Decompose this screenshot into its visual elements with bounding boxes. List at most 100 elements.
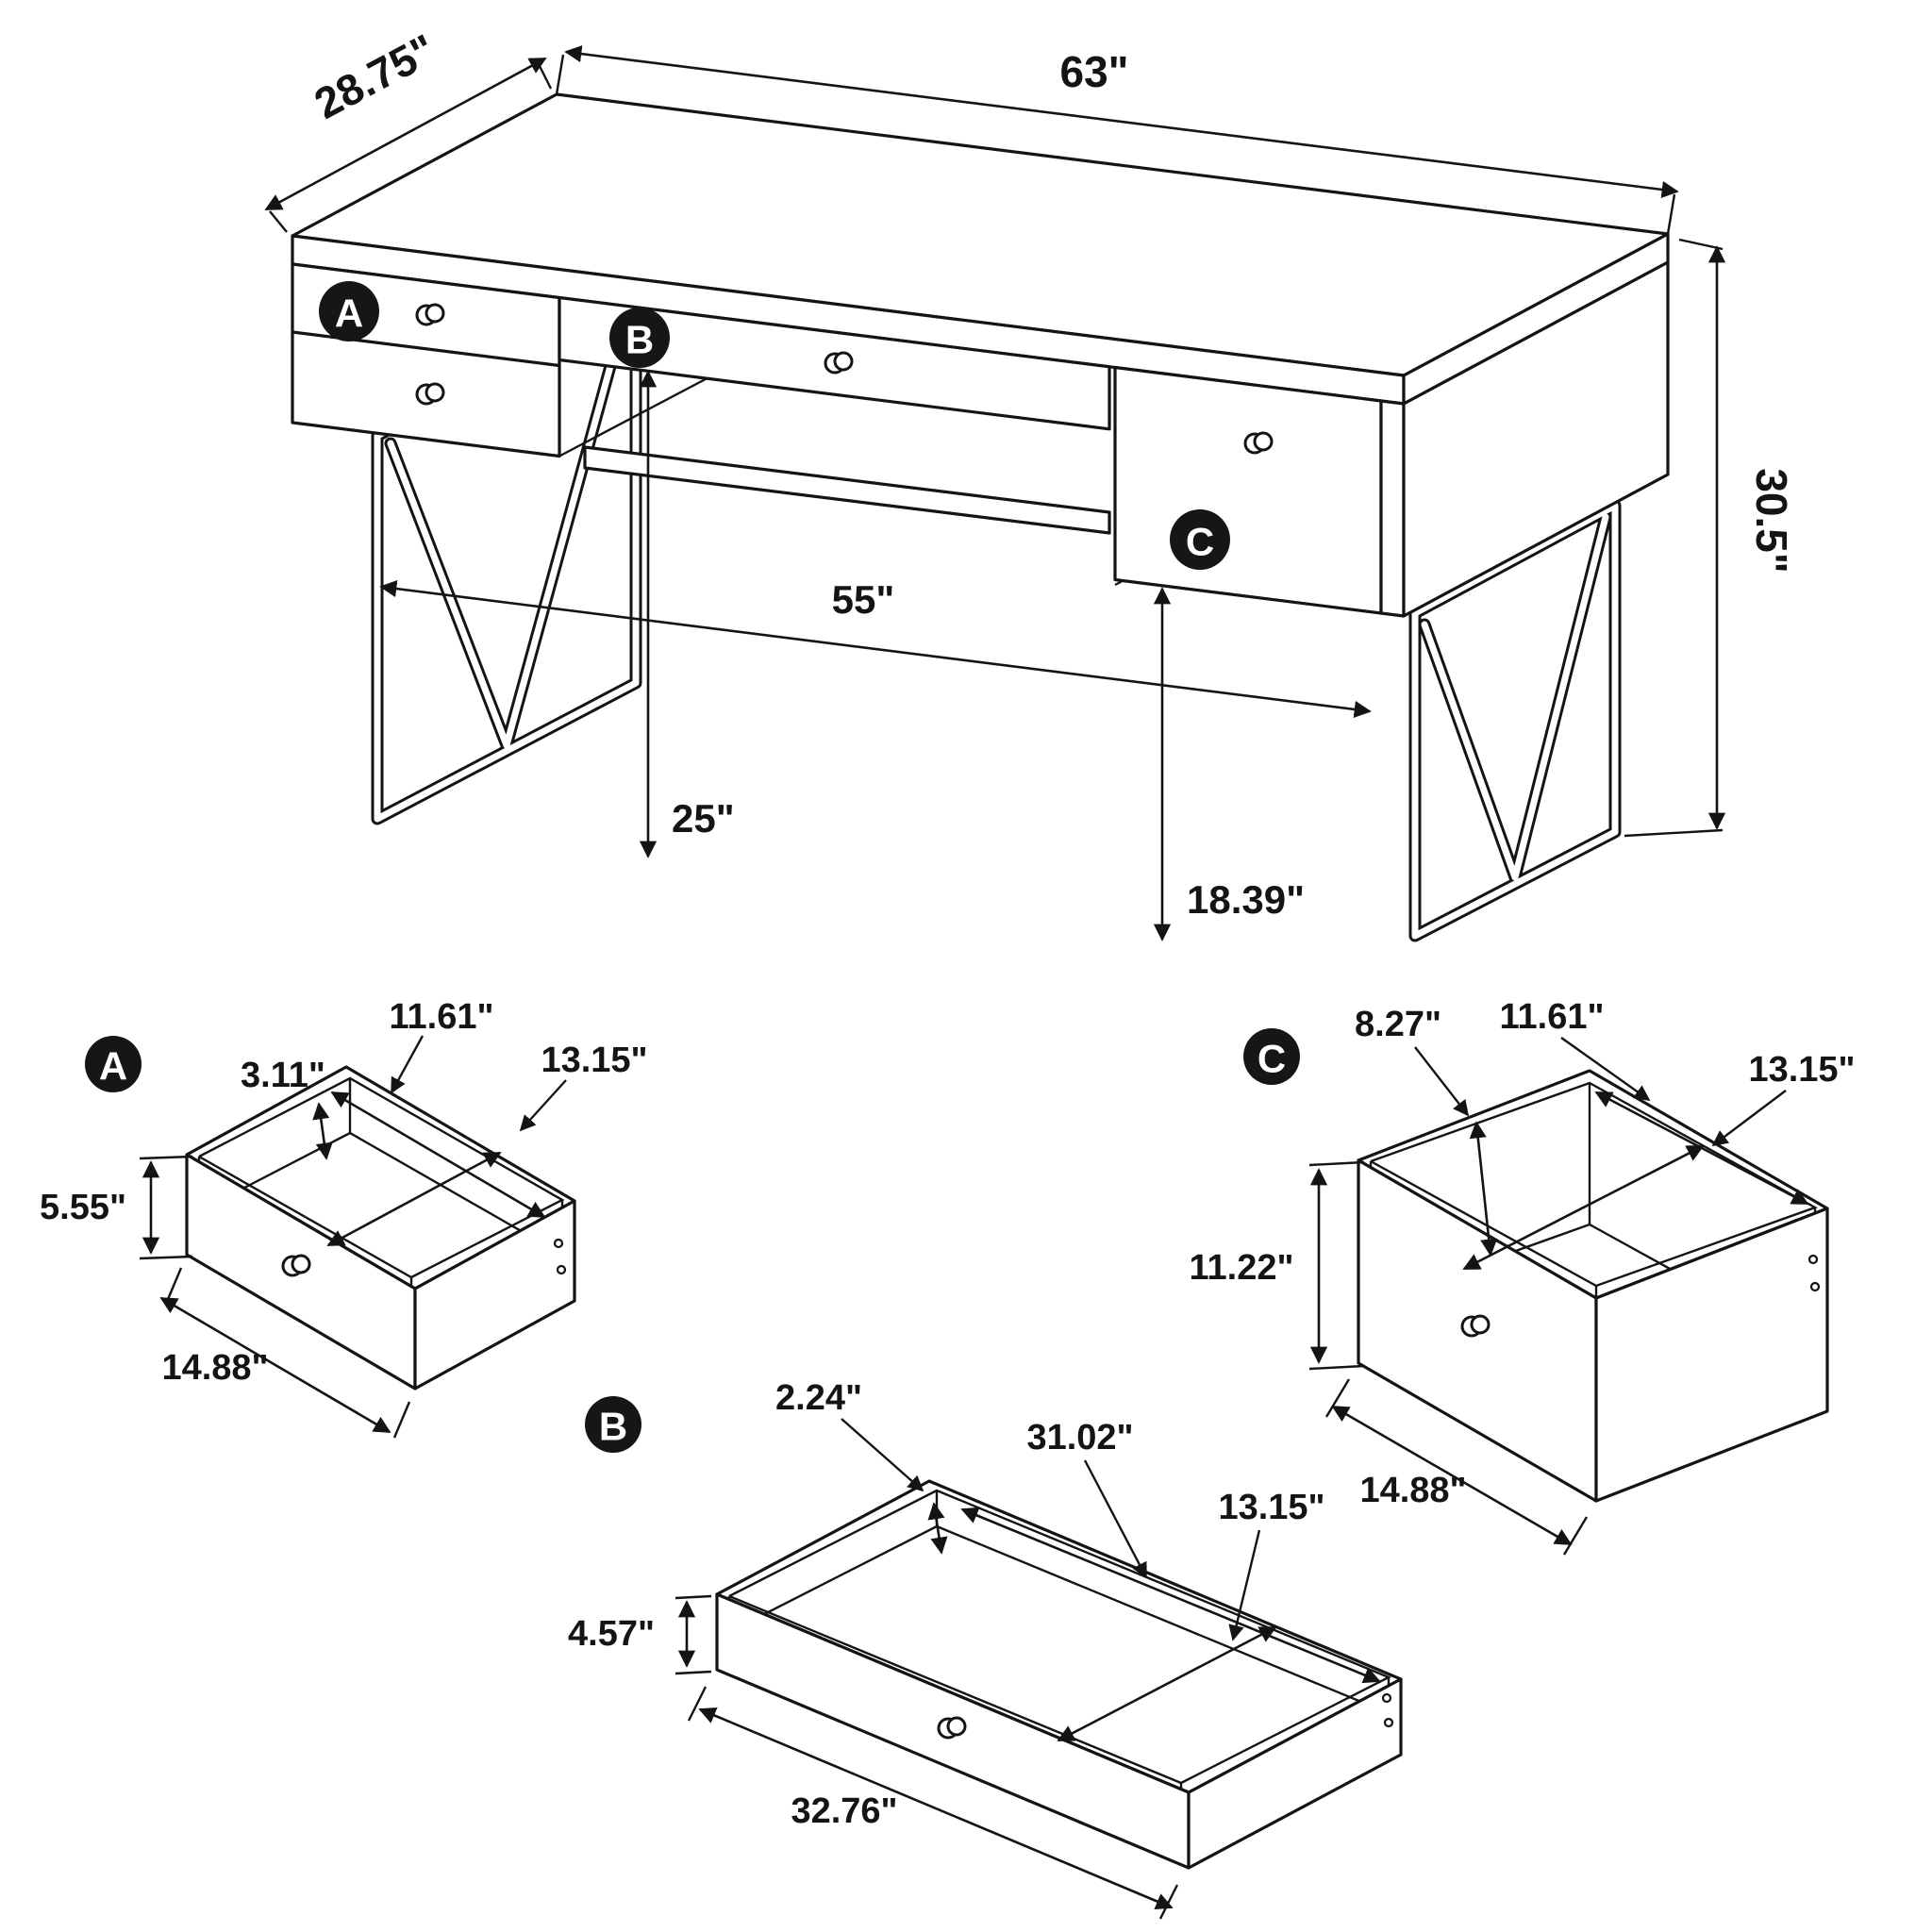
dim-drawer-c-clearance-label: 18.39" (1187, 877, 1305, 922)
screw-hole (556, 1264, 567, 1275)
drawer-c-knob-face (1470, 1314, 1491, 1335)
dim-inner-width-label: 11.61" (1499, 997, 1604, 1037)
extension-line (392, 1401, 411, 1439)
dimension-line (264, 57, 547, 211)
drawer-a-badge: A (319, 281, 379, 341)
drawer-b-knob-face (946, 1716, 967, 1737)
drawer-a-detail: A 3.11" 11.61" 13.15" 5.55" (40, 997, 648, 1439)
inner-depth-line (1462, 1144, 1705, 1271)
dimension-drawer-a-front-height: 5.55" (40, 1155, 193, 1260)
dim-front-height-label: 4.57" (568, 1614, 655, 1654)
drawer-c-detail-badge: C (1243, 1028, 1300, 1085)
badge-letter: C (1257, 1037, 1286, 1081)
desk-isometric-view: A B C 63" 28.75" 30.5" (264, 25, 1796, 942)
stretcher-bar (583, 445, 1111, 535)
dim-front-width-label: 32.76" (791, 1791, 897, 1831)
drawer-c-detail: C 8.27" 11.61" 13.15" 11.22" 14.88" (1189, 997, 1856, 1556)
drawer-b-detail-badge: B (585, 1396, 641, 1453)
inner-depth-line (326, 1151, 502, 1247)
extension-line (139, 1255, 193, 1260)
right-pedestal-drawer-front (1113, 365, 1383, 615)
badge-circle (1243, 1028, 1300, 1085)
leader-line (1414, 1046, 1470, 1117)
dimension-leg-span: 55" (379, 577, 1372, 718)
screw-hole (1383, 1717, 1394, 1728)
extension-line (687, 1686, 708, 1722)
dimension-line (159, 1296, 391, 1434)
inner-height-line (927, 1502, 948, 1555)
dimension-drawer-c-clearance: 18.39" (1153, 587, 1305, 941)
inner-height-line (1469, 1121, 1498, 1257)
dimension-desk-width: 63" (555, 45, 1679, 235)
right-pedestal-front-stile (1379, 399, 1406, 618)
leader-line (519, 1079, 567, 1132)
screw-hole (553, 1238, 564, 1249)
dimension-drawer-c-front-height: 11.22" (1189, 1160, 1365, 1371)
knob-c-face (1253, 431, 1274, 452)
dimension-line (698, 1707, 1174, 1910)
extension-line (269, 210, 288, 233)
extension-line (675, 1594, 712, 1600)
right-pedestal-side-panel (1402, 260, 1670, 618)
leader-line (1711, 1090, 1787, 1147)
leader-line (390, 1035, 425, 1094)
dim-inner-depth-label: 13.15" (541, 1041, 647, 1080)
dim-front-height-label: 11.22" (1189, 1248, 1293, 1288)
dim-inner-depth-label: 13.15" (1748, 1050, 1855, 1090)
dimension-drawer-b-front-width: 32.76" (687, 1686, 1179, 1920)
dimension-line (379, 580, 1372, 718)
drawer-knobs (415, 303, 1274, 455)
drawer-b-detail: B 2.24" 31.02" 13.15" 4.57" 32.76" (568, 1378, 1403, 1920)
dim-front-width-label: 14.88" (1359, 1471, 1466, 1510)
extension-line (1562, 1516, 1589, 1556)
dimension-line (564, 45, 1679, 198)
dim-knee-clearance-label: 25" (672, 796, 735, 841)
badge-circle (85, 1036, 142, 1092)
inner-width-line (960, 1507, 1381, 1684)
badge-circle-a (319, 281, 379, 341)
dim-depth-label: 28.75" (307, 25, 443, 128)
dim-inner-width-label: 31.02" (1026, 1418, 1133, 1457)
extension-line (1666, 193, 1676, 235)
badge-circle-c (1170, 509, 1230, 570)
dim-inner-height-label: 8.27" (1355, 1005, 1441, 1044)
extension-line (1308, 1364, 1365, 1371)
badge-letter: A (99, 1044, 127, 1089)
extension-line (555, 54, 565, 95)
inner-height-line (312, 1102, 333, 1160)
drawer-a-detail-badge: A (85, 1036, 142, 1092)
dimension-drawer-a-front-width: 14.88" (159, 1267, 411, 1439)
leader-line (1560, 1037, 1651, 1101)
extension-line (1158, 1884, 1179, 1920)
drawer-b-side-panel (1187, 1677, 1403, 1870)
knob-lower-left-face (425, 382, 445, 403)
drawer-c-side-panel (1594, 1207, 1829, 1503)
dim-front-width-label: 14.88" (161, 1348, 268, 1388)
dim-inner-height-label: 3.11" (241, 1056, 325, 1095)
screw-hole (1381, 1692, 1392, 1704)
badge-circle-b (609, 308, 670, 368)
drawer-c-badge: C (1170, 509, 1230, 570)
dim-inner-depth-label: 13.15" (1218, 1488, 1324, 1527)
badge-letter-a: A (335, 291, 363, 336)
extension-line (1624, 828, 1724, 838)
dim-inner-width-label: 11.61" (389, 997, 493, 1037)
leader-line (1083, 1459, 1148, 1579)
leader-line (1228, 1529, 1261, 1641)
dimension-drawer-c-front-width: 14.88" (1324, 1378, 1589, 1556)
knob-b-face (833, 351, 854, 372)
dim-inner-height-label: 2.24" (775, 1378, 862, 1418)
dim-width-label: 63" (1060, 47, 1129, 96)
drawer-b-badge: B (609, 308, 670, 368)
badge-letter: B (599, 1405, 627, 1449)
leader-line (841, 1418, 924, 1492)
badge-letter-c: C (1186, 520, 1214, 564)
dimension-line (1331, 1405, 1573, 1546)
extension-line (1308, 1160, 1365, 1167)
dimension-drawer-b-front-height: 4.57" (568, 1594, 712, 1675)
extension-line (675, 1670, 712, 1675)
dimension-desk-height: 30.5" (1624, 238, 1796, 838)
badge-circle (585, 1396, 641, 1453)
drawer-a-knob-face (291, 1254, 311, 1274)
